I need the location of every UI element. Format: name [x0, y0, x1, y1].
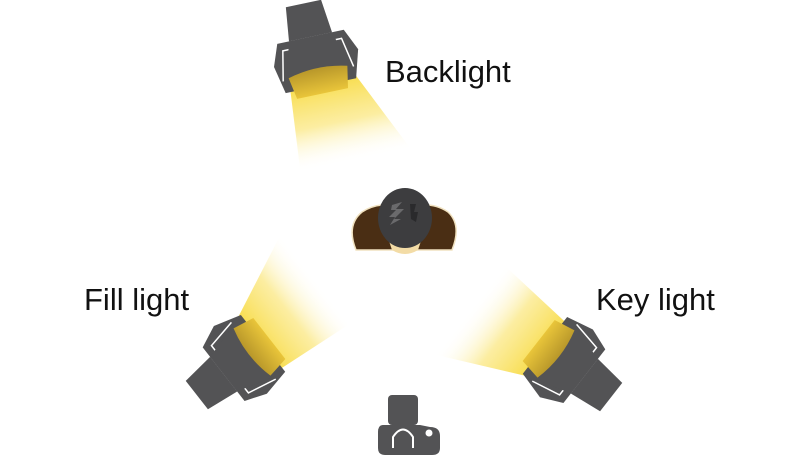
backlight-label: Backlight: [385, 54, 511, 89]
fill-light-icon: [149, 233, 354, 429]
fill-light-label: Fill light: [84, 282, 190, 317]
key-light-label: Key light: [596, 282, 715, 317]
person-top-view-icon: [351, 188, 457, 254]
camera-icon: [378, 395, 440, 455]
